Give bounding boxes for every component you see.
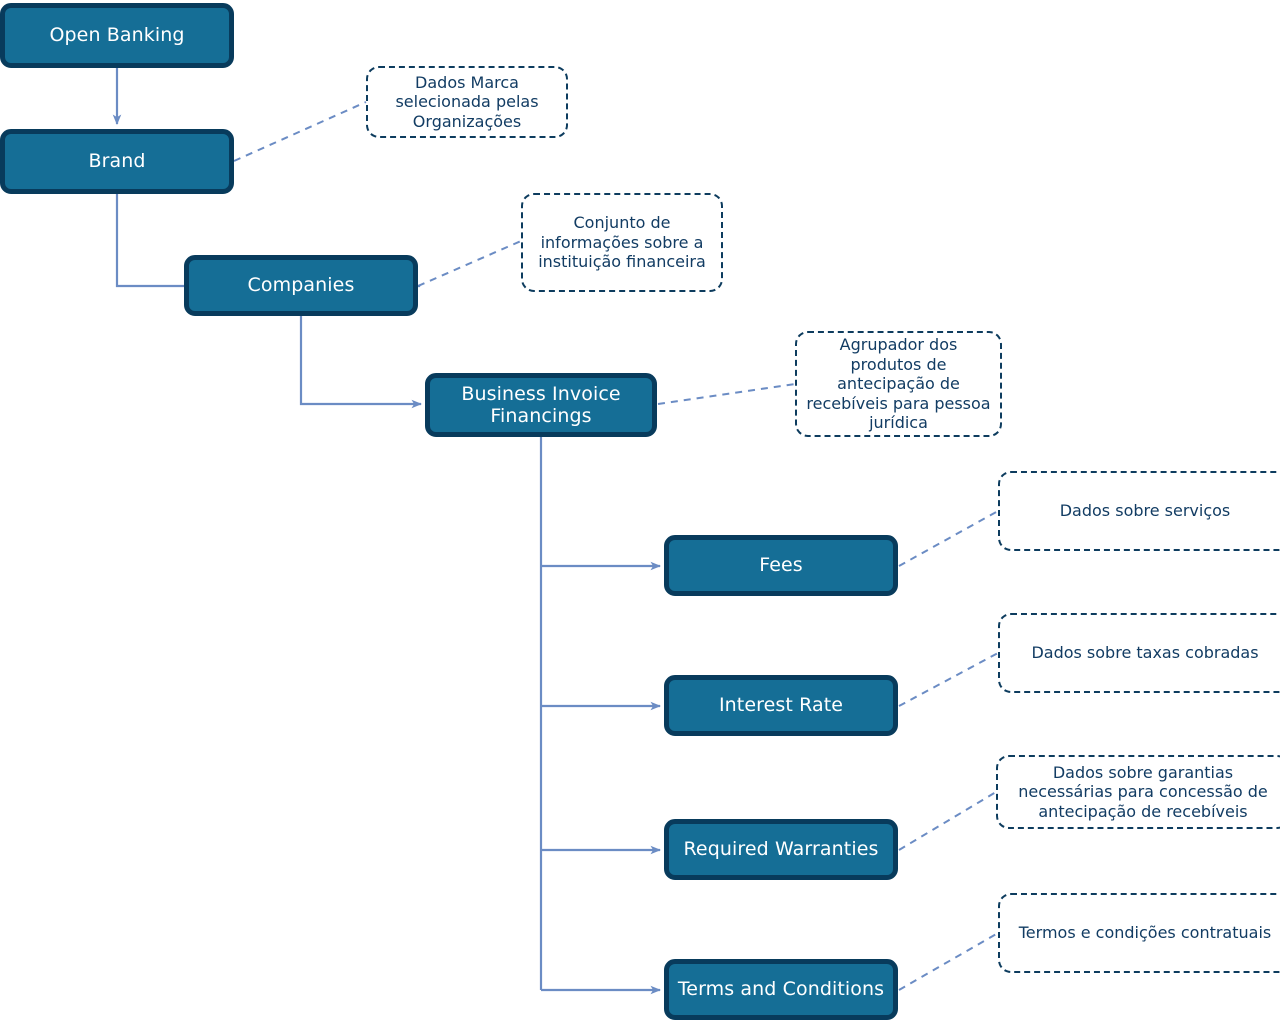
node-open-banking-label: Open Banking <box>49 24 185 47</box>
node-fees[interactable]: Fees <box>664 535 898 596</box>
callout-bif-note-text: Agrupador dos produtos de antecipação de… <box>806 335 991 433</box>
leader-bif-note <box>657 383 796 405</box>
node-terms-and-conditions-label: Terms and Conditions <box>677 978 885 1001</box>
node-open-banking[interactable]: Open Banking <box>0 3 234 68</box>
node-interest-rate[interactable]: Interest Rate <box>664 675 898 736</box>
callout-brand-note: Dados Marca selecionada pelas Organizaçõ… <box>366 66 568 138</box>
callout-fees-note: Dados sobre serviços <box>998 471 1280 551</box>
leader-interest-rate-note <box>898 652 999 707</box>
callout-fees-note-text: Dados sobre serviços <box>1059 501 1231 521</box>
callout-terms-note: Termos e condições contratuais <box>998 893 1280 973</box>
callout-terms-note-text: Termos e condições contratuais <box>1018 923 1272 943</box>
node-companies[interactable]: Companies <box>184 255 418 316</box>
node-required-warranties-label: Required Warranties <box>683 838 879 861</box>
callout-warranties-note: Dados sobre garantias necessárias para c… <box>996 755 1280 829</box>
callout-interest-rate-note-text: Dados sobre taxas cobradas <box>1031 643 1259 663</box>
node-business-invoice-financings-label: Business Invoice Financings <box>461 383 620 427</box>
connector-companies-to-bif <box>299 316 422 409</box>
leader-brand-note <box>233 101 367 162</box>
leader-fees-note <box>898 510 999 567</box>
callout-companies-note-text: Conjunto de informações sobre a institui… <box>538 213 706 272</box>
callout-bif-note: Agrupador dos produtos de antecipação de… <box>795 331 1002 437</box>
node-bif-label-line1: Business Invoice <box>461 382 621 405</box>
node-brand[interactable]: Brand <box>0 129 234 194</box>
node-business-invoice-financings[interactable]: Business Invoice Financings <box>425 373 657 437</box>
node-bif-label-line2: Financings <box>490 405 592 427</box>
leader-warranties-note <box>898 791 997 851</box>
callout-companies-note: Conjunto de informações sobre a institui… <box>521 193 723 292</box>
callout-warranties-note-text: Dados sobre garantias necessárias para c… <box>1018 762 1268 821</box>
leader-companies-note <box>417 240 522 287</box>
node-required-warranties[interactable]: Required Warranties <box>664 819 898 880</box>
callout-brand-note-text: Dados Marca selecionada pelas Organizaçõ… <box>395 72 539 131</box>
node-terms-and-conditions[interactable]: Terms and Conditions <box>664 959 898 1020</box>
node-companies-label: Companies <box>247 274 355 297</box>
node-brand-label: Brand <box>88 150 146 173</box>
node-fees-label: Fees <box>759 554 803 577</box>
leader-terms-note <box>898 932 999 991</box>
callout-interest-rate-note: Dados sobre taxas cobradas <box>998 613 1280 693</box>
node-interest-rate-label: Interest Rate <box>718 694 844 717</box>
